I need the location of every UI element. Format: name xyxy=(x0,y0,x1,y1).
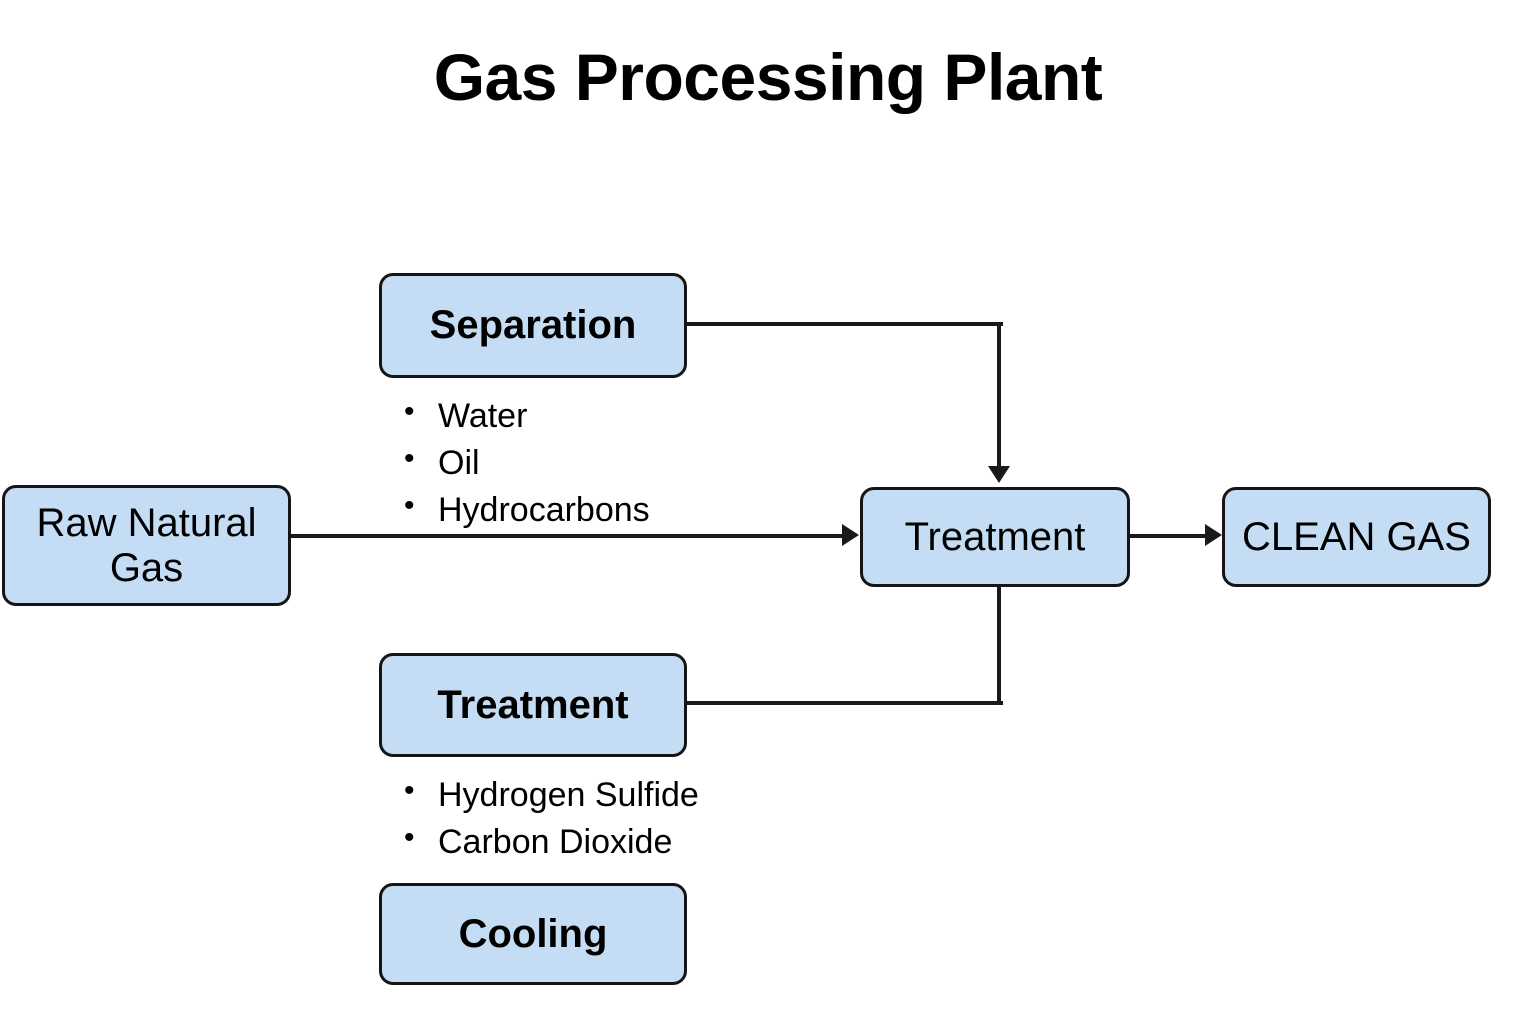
separation-outputs-list: Water Oil Hydrocarbons xyxy=(400,397,650,529)
node-clean-gas[interactable]: CLEAN GAS xyxy=(1222,487,1491,587)
node-cooling[interactable]: Cooling xyxy=(379,883,687,985)
page-title: Gas Processing Plant xyxy=(433,40,1103,114)
list-item: Carbon Dioxide xyxy=(400,823,699,861)
list-item: Hydrocarbons xyxy=(400,491,650,529)
node-raw-natural-gas[interactable]: Raw Natural Gas xyxy=(2,485,291,606)
arrowhead-down-icon xyxy=(988,466,1010,483)
connector-lower-treatment-to-treatment-vertical xyxy=(997,587,1001,705)
connector-lower-treatment-to-treatment-horizontal xyxy=(687,701,1003,705)
connector-raw-gas-to-treatment xyxy=(291,534,849,538)
node-treatment-main[interactable]: Treatment xyxy=(860,487,1130,587)
list-item-label: Carbon Dioxide xyxy=(438,823,673,861)
list-item-label: Hydrocarbons xyxy=(438,491,650,529)
arrowhead-right-icon xyxy=(1205,524,1222,546)
list-item-label: Hydrogen Sulfide xyxy=(438,776,699,814)
node-separation[interactable]: Separation xyxy=(379,273,687,378)
list-item: Water xyxy=(400,397,650,435)
connector-separation-to-treatment-horizontal xyxy=(687,322,1003,326)
treatment-removals-list: Hydrogen Sulfide Carbon Dioxide xyxy=(400,776,699,861)
list-item: Hydrogen Sulfide xyxy=(400,776,699,814)
connector-separation-to-treatment-vertical xyxy=(997,322,1001,467)
list-item-label: Oil xyxy=(438,444,480,482)
node-treatment-lower[interactable]: Treatment xyxy=(379,653,687,757)
list-item: Oil xyxy=(400,444,650,482)
connector-treatment-to-clean-gas xyxy=(1130,534,1206,538)
arrowhead-right-icon xyxy=(842,524,859,546)
list-item-label: Water xyxy=(438,397,528,435)
